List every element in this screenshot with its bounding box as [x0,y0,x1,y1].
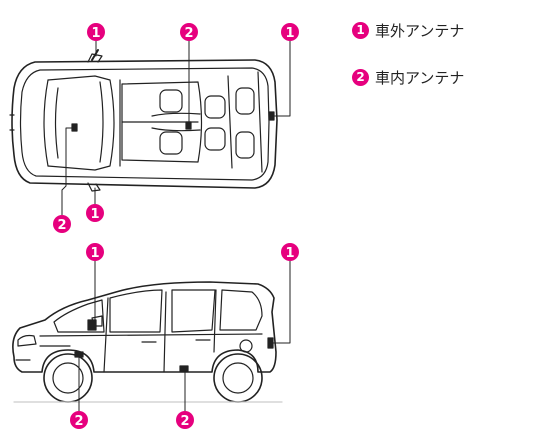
legend-label: 車外アンテナ [375,22,465,40]
legend-label: 車内アンテナ [375,69,465,87]
svg-text:1: 1 [90,207,99,222]
leader-lines [61,39,291,413]
svg-text:1: 1 [285,246,294,261]
marker-side-bottom-left: 2 [70,411,88,429]
legend-item-interior-antenna: 2 車内アンテナ [352,67,464,88]
svg-text:1: 1 [91,26,100,41]
svg-text:2: 2 [57,218,66,233]
legend-number-badge: 2 [352,69,369,86]
svg-text:1: 1 [90,246,99,261]
marker-side-right: 1 [281,243,299,261]
marker-top-bottom-mirror: 1 [86,204,104,222]
marker-side-left: 1 [86,243,104,261]
svg-text:2: 2 [74,414,83,429]
svg-text:1: 1 [285,26,294,41]
marker-top-bottom-left: 2 [53,215,71,233]
car-top-view [9,49,278,192]
marker-side-bottom-center: 2 [176,411,194,429]
svg-text:2: 2 [180,414,189,429]
car-side-view [12,281,283,403]
marker-top-right: 1 [281,23,299,41]
svg-text:2: 2 [184,26,193,41]
legend-number-badge: 1 [352,22,369,39]
legend-item-exterior-antenna: 1 車外アンテナ [352,20,464,41]
marker-top-left: 1 [87,23,105,41]
marker-top-center: 2 [180,23,198,41]
